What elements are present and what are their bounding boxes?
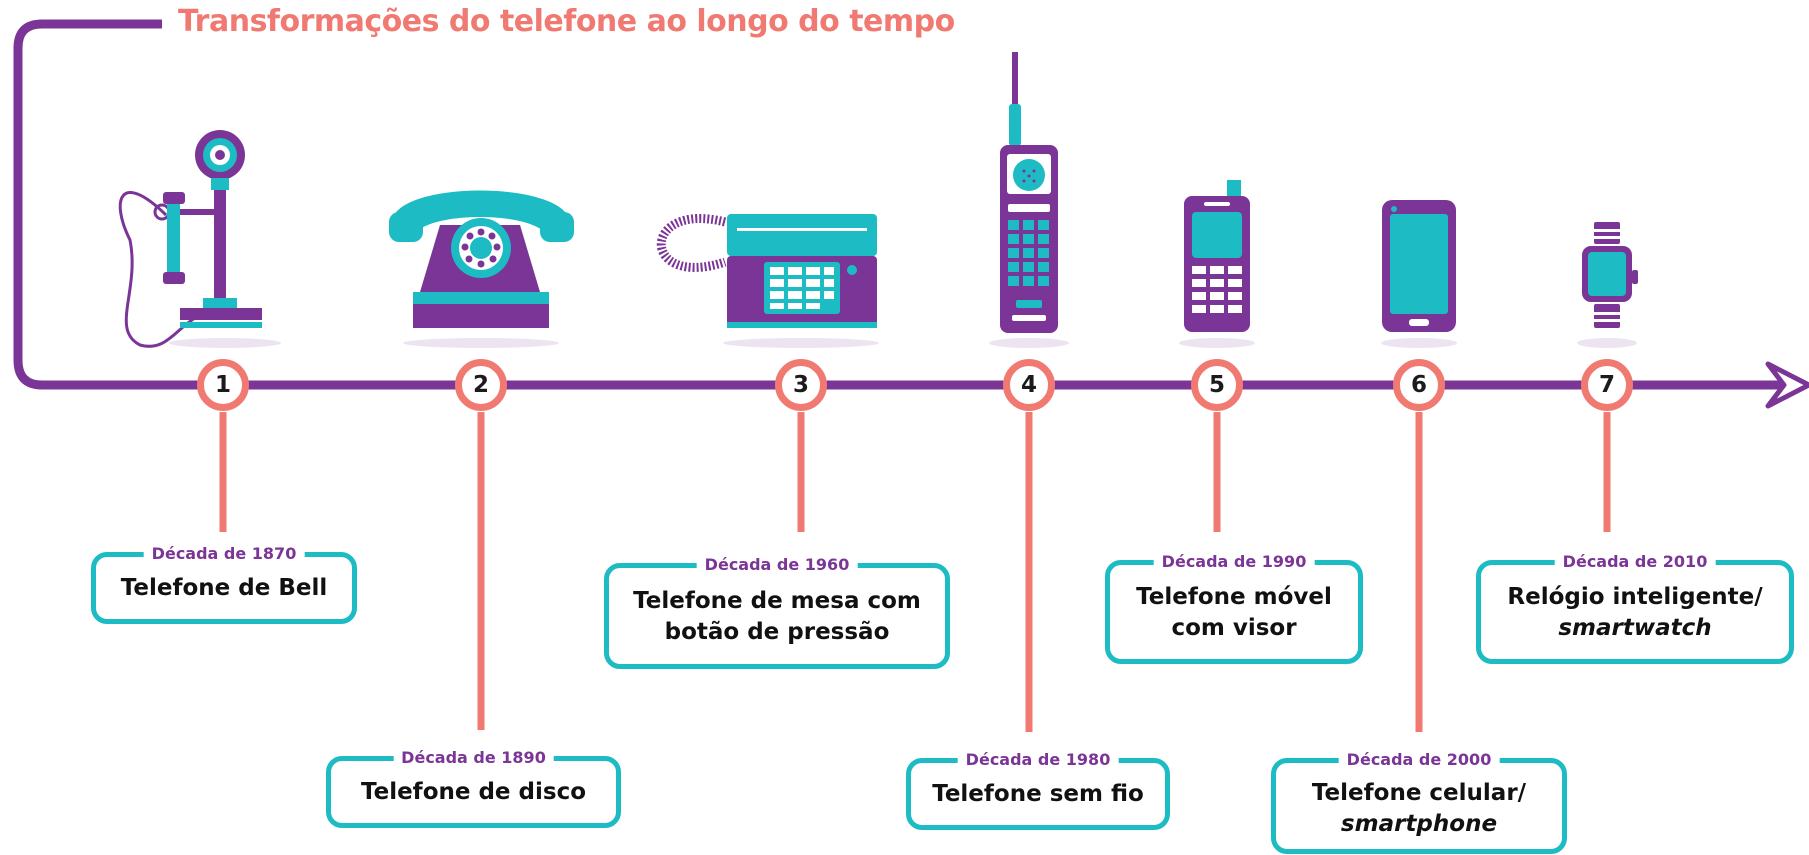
step-6-decade: Década de 2000	[1338, 750, 1500, 770]
push-button-desk-phone-icon	[656, 214, 877, 328]
step-6-name-italic: smartphone	[1340, 811, 1498, 837]
step-3-decade: Década de 1960	[696, 555, 858, 575]
step-5-label-box: Década de 1990 Telefone móvel com visor	[1105, 552, 1363, 664]
rotary-phone-icon	[389, 190, 574, 328]
step-3-name-line-1: Telefone de mesa com	[633, 588, 921, 614]
step-6-name-line-1: Telefone celular/	[1311, 780, 1527, 806]
mobile-phone-with-display-icon	[1184, 180, 1250, 332]
timeline-line	[13, 19, 1790, 390]
step-7-number-node: 7	[1581, 359, 1633, 411]
step-2-decade: Década de 1890	[393, 748, 554, 768]
step-3-name-line-2: botão de pressão	[664, 619, 890, 645]
step-4-name: Telefone sem fio	[932, 781, 1144, 807]
step-4-number-node: 4	[1003, 359, 1055, 411]
step-1-number-node: 1	[197, 359, 249, 411]
step-2-number-node: 2	[455, 359, 507, 411]
step-2-label-box: Década de 1890 Telefone de disco	[326, 748, 621, 828]
step-6-name-line-2: smartphone	[1276, 809, 1562, 840]
step-3-number-node: 3	[775, 359, 827, 411]
step-5-name-line-2: com visor	[1171, 615, 1297, 641]
step-7-label-box: Década de 2010 Relógio inteligente/ smar…	[1476, 552, 1794, 664]
page-title: Transformações do telefone ao longo do t…	[178, 4, 955, 39]
step-2-name: Telefone de disco	[360, 779, 587, 805]
step-1-name: Telefone de Bell	[120, 575, 328, 601]
step-1-decade: Década de 1870	[143, 544, 305, 564]
step-7-decade: Década de 2010	[1554, 552, 1716, 572]
step-6-number-node: 6	[1393, 359, 1445, 411]
step-5-name-line-1: Telefone móvel	[1136, 584, 1332, 610]
step-3-label-box: Década de 1960 Telefone de mesa com botã…	[604, 555, 950, 669]
step-7-name-italic: smartwatch	[1558, 615, 1712, 641]
smartwatch-icon	[1582, 222, 1638, 328]
arrow-head-icon	[1765, 361, 1809, 409]
step-4-label-box: Década de 1980 Telefone sem fio	[906, 750, 1170, 830]
candlestick-phone-icon	[118, 130, 262, 348]
step-1-label-box: Década de 1870 Telefone de Bell	[91, 544, 357, 624]
step-7-name-line-1: Relógio inteligente/	[1507, 584, 1763, 610]
step-5-decade: Década de 1990	[1153, 552, 1315, 572]
cordless-brick-phone-icon	[1000, 52, 1058, 333]
step-6-label-box: Década de 2000 Telefone celular/ smartph…	[1271, 750, 1567, 854]
step-4-decade: Década de 1980	[957, 750, 1119, 770]
step-7-name-line-2: smartwatch	[1481, 613, 1789, 644]
step-5-number-node: 5	[1191, 359, 1243, 411]
smartphone-icon	[1382, 200, 1456, 332]
